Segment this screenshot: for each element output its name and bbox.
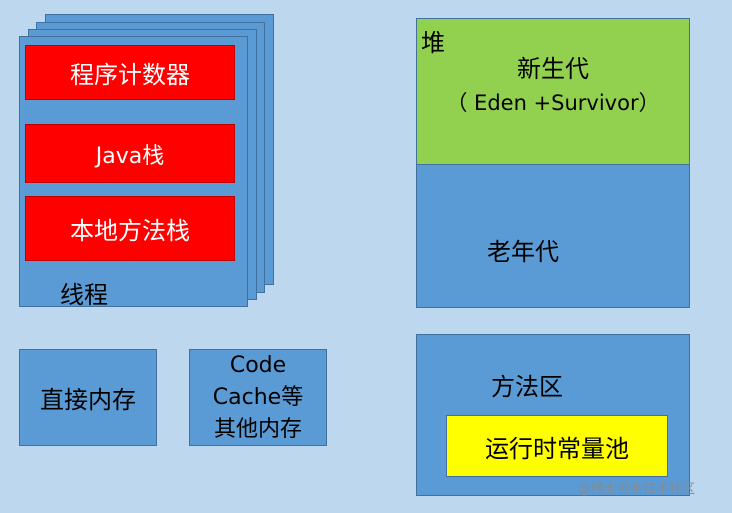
young-generation-region bbox=[417, 19, 689, 165]
method-area-label: 方法区 bbox=[491, 373, 563, 401]
old-generation-label: 老年代 bbox=[487, 238, 559, 266]
native-method-stack-block: 本地方法栈 bbox=[25, 196, 235, 261]
young-generation-detail: （ Eden +Survivor） bbox=[446, 91, 660, 115]
heap-label: 堆 bbox=[421, 29, 445, 57]
young-generation-label: 新生代 bbox=[517, 55, 589, 83]
native-method-stack-label: 本地方法栈 bbox=[70, 217, 190, 245]
java-stack-label: Java栈 bbox=[95, 143, 165, 169]
java-stack-block: Java栈 bbox=[25, 124, 235, 183]
program-counter-label: 程序计数器 bbox=[70, 61, 190, 89]
code-cache-box: Code Cache等 其他内存 bbox=[189, 349, 327, 446]
runtime-constant-pool-block: 运行时常量池 bbox=[446, 415, 668, 477]
method-area-box: 方法区 运行时常量池 bbox=[416, 334, 690, 496]
code-cache-label-line1: Code bbox=[229, 352, 287, 378]
thread-label: 线程 bbox=[60, 281, 108, 309]
program-counter-block: 程序计数器 bbox=[25, 45, 235, 100]
direct-memory-label: 直接内存 bbox=[40, 386, 136, 414]
heap-box: 堆 新生代 （ Eden +Survivor） 老年代 bbox=[416, 18, 690, 308]
watermark-text: @稀土掘金技术社区 bbox=[578, 482, 696, 497]
direct-memory-box: 直接内存 bbox=[19, 349, 157, 446]
code-cache-label-line2: Cache等 bbox=[212, 384, 304, 410]
code-cache-label-line3: 其他内存 bbox=[213, 416, 302, 442]
runtime-constant-pool-label: 运行时常量池 bbox=[485, 434, 629, 463]
